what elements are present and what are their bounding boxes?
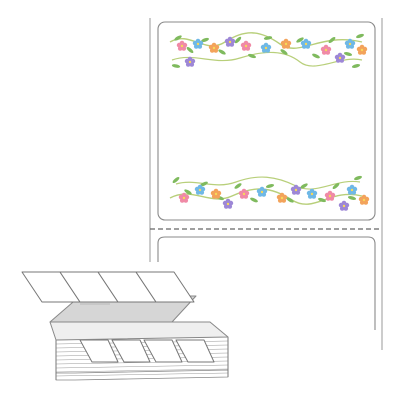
bottom-floral-border-icon: [169, 174, 370, 211]
stack-top-label-2: [111, 339, 151, 363]
fanfold-stack-icon: [21, 271, 229, 381]
main-label: [157, 21, 376, 221]
unfolded-label-4: [135, 271, 195, 303]
stack-top-label-1: [79, 339, 119, 363]
top-floral-border-icon: [169, 32, 368, 69]
next-label-outline: [157, 236, 376, 330]
stack-top-label-3: [143, 339, 183, 363]
stack-top-label-4: [175, 339, 215, 363]
